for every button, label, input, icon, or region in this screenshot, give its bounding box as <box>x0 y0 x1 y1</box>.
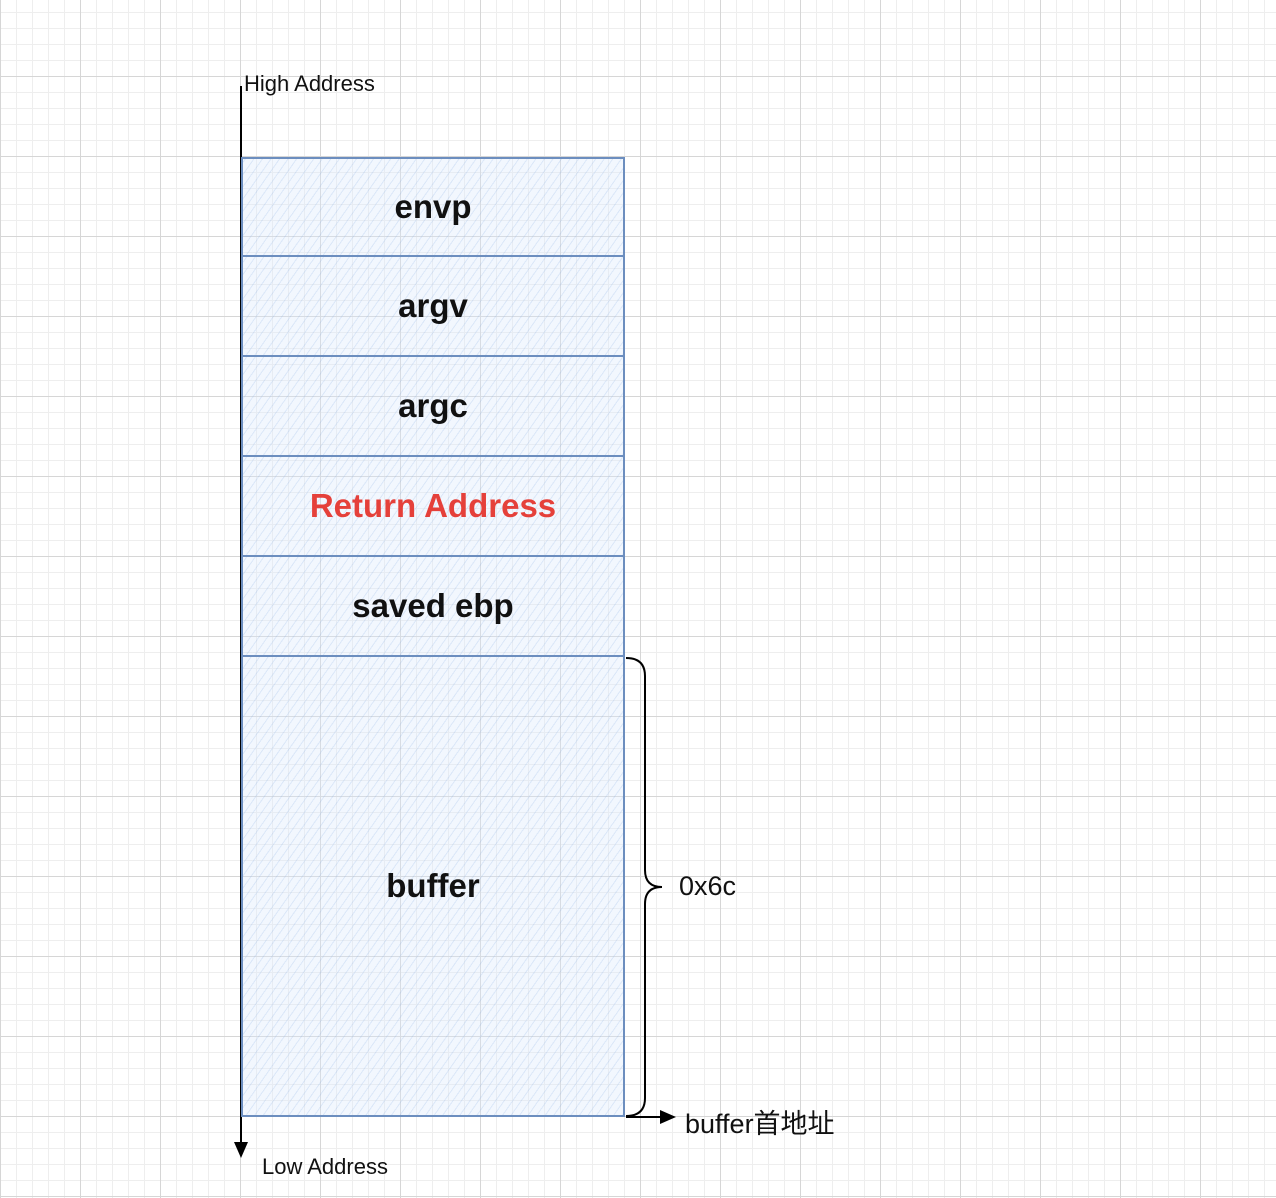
buffer-start-arrowhead <box>660 1110 676 1124</box>
low-address-label: Low Address <box>262 1154 388 1179</box>
stack-block-envp: envp <box>241 157 625 257</box>
high-address-label: High Address <box>244 71 375 96</box>
block-label: argv <box>398 287 468 324</box>
buffer-size-label: 0x6c <box>679 871 737 901</box>
block-label: saved ebp <box>352 587 514 624</box>
stack-block-saved-ebp: saved ebp <box>241 557 625 657</box>
block-label: Return Address <box>309 487 557 524</box>
stack-block-argv: argv <box>241 257 625 357</box>
address-axis-arrowhead <box>234 1142 248 1158</box>
block-label: envp <box>394 188 472 225</box>
stack-block-buffer: buffer <box>241 657 625 1117</box>
block-label: buffer <box>386 867 480 904</box>
buffer-start-label: buffer首地址 <box>685 1109 835 1139</box>
stack-block-argc: argc <box>241 357 625 457</box>
stack-block-return-address: Return Address <box>241 457 625 557</box>
buffer-size-brace <box>625 657 663 1117</box>
block-label: argc <box>398 387 468 424</box>
